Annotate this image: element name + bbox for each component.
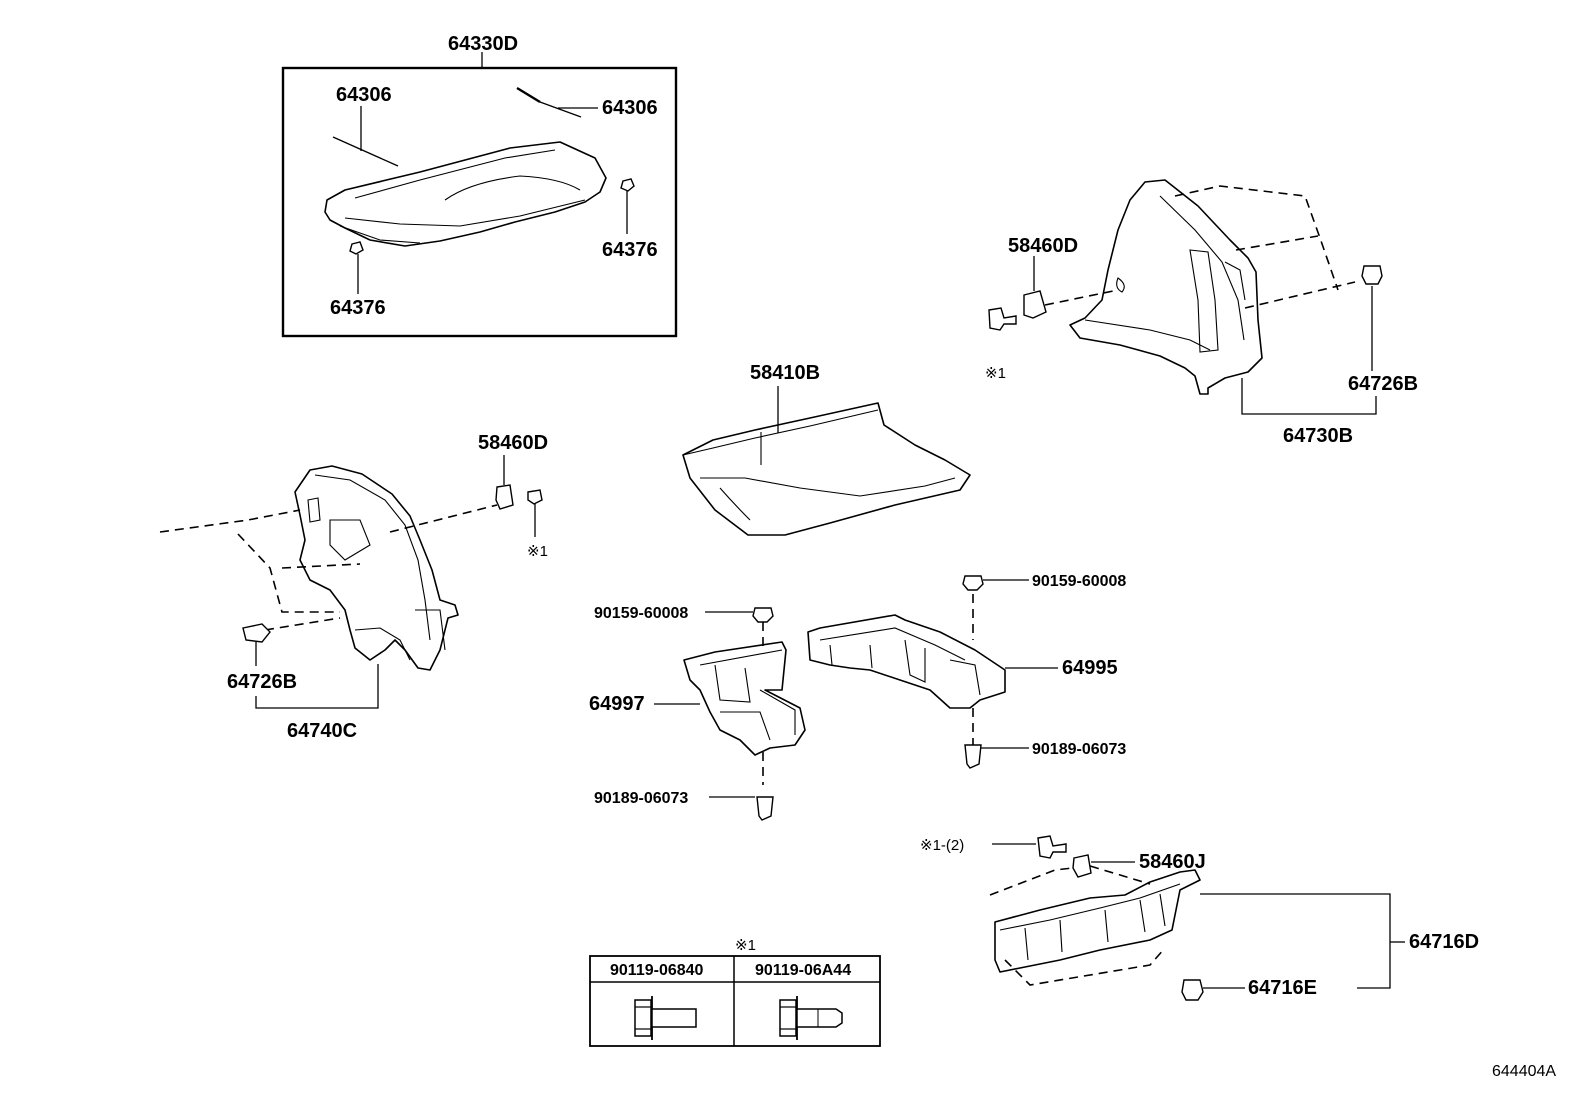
label-58410B: 58410B (750, 362, 820, 384)
label-64740C: 64740C (287, 720, 357, 742)
label-64726B-right: 64726B (1348, 373, 1418, 395)
trim-left (294, 465, 459, 671)
nut-box-front (756, 796, 774, 821)
fastener-table-title: ※1 (735, 937, 756, 954)
label-64716D: 64716D (1409, 931, 1479, 953)
floor-mat (682, 402, 971, 536)
retainer-58460D-right (1023, 290, 1047, 319)
label-90189-06073-rear: 90189-06073 (1032, 741, 1126, 758)
diagram-id: 644404A (1492, 1063, 1556, 1080)
label-64376-left: 64376 (330, 297, 386, 319)
trim-right-group: 64726B 64730B 58460D ※1 (985, 179, 1418, 447)
label-64306-right: 64306 (602, 97, 658, 119)
trim-bottom-group: ※1-(2) 58460J 64716D 64716E (920, 835, 1479, 1001)
fastener-table: ※1 90119-06840 90119-06A44 (589, 937, 881, 1047)
note-screw-left: ※1 (527, 543, 548, 560)
box-rear (807, 614, 1006, 709)
screw-box-rear (962, 575, 984, 591)
label-64716E: 64716E (1248, 977, 1317, 999)
label-64306-left: 64306 (336, 84, 392, 106)
bolt-icon-90119-06840 (634, 996, 697, 1040)
box-rear-group: 90159-60008 64995 90189-06073 (807, 573, 1126, 769)
trim-left-group: 58460D ※1 64726B 64740C (159, 432, 548, 742)
retainer-58460J (1072, 854, 1092, 878)
fastener-col-1: 90119-06840 (610, 962, 704, 979)
tonneau-clip-right (620, 178, 635, 192)
tonneau-cover-group: 64330D 64306 64306 64376 64376 (281, 33, 678, 338)
label-64997: 64997 (589, 693, 645, 715)
clip-64726B-right (1361, 265, 1383, 285)
fastener-col-2: 90119-06A44 (755, 962, 851, 979)
label-64330D: 64330D (448, 33, 518, 55)
trim-bottom (994, 869, 1201, 973)
label-90159-60008-front: 90159-60008 (594, 605, 688, 622)
label-64730B: 64730B (1283, 425, 1353, 447)
screw-box-front (752, 607, 774, 623)
screw-bottom (1037, 835, 1067, 859)
trim-right (1069, 179, 1263, 395)
label-64726B-left: 64726B (227, 671, 297, 693)
tonneau-cover (324, 141, 607, 247)
box-front-group: 90159-60008 64997 90189-06073 (589, 605, 806, 821)
retainer-58460D-left (495, 484, 514, 510)
tonneau-rod-left (332, 136, 399, 167)
label-58460J: 58460J (1139, 851, 1206, 873)
screw-right (988, 307, 1017, 331)
bolt-icon-90119-06A44 (779, 996, 843, 1040)
clip-64716E (1181, 979, 1204, 1001)
clip-64726B-left (242, 623, 271, 643)
label-64995: 64995 (1062, 657, 1118, 679)
label-90189-06073-front: 90189-06073 (594, 790, 688, 807)
box-front (683, 641, 806, 756)
note-screw-bottom: ※1-(2) (920, 837, 964, 854)
label-90159-60008-rear: 90159-60008 (1032, 573, 1126, 590)
label-58460D-right: 58460D (1008, 235, 1078, 257)
note-screw-right: ※1 (985, 365, 1006, 382)
label-58460D-left: 58460D (478, 432, 548, 454)
tonneau-cover-frame (281, 66, 678, 338)
screw-left (527, 489, 543, 505)
tonneau-clip-left (349, 241, 364, 255)
nut-box-rear (964, 744, 982, 769)
label-64376-right: 64376 (602, 239, 658, 261)
tonneau-rod-right (516, 86, 541, 104)
floor-mat-group: 58410B (682, 362, 971, 536)
